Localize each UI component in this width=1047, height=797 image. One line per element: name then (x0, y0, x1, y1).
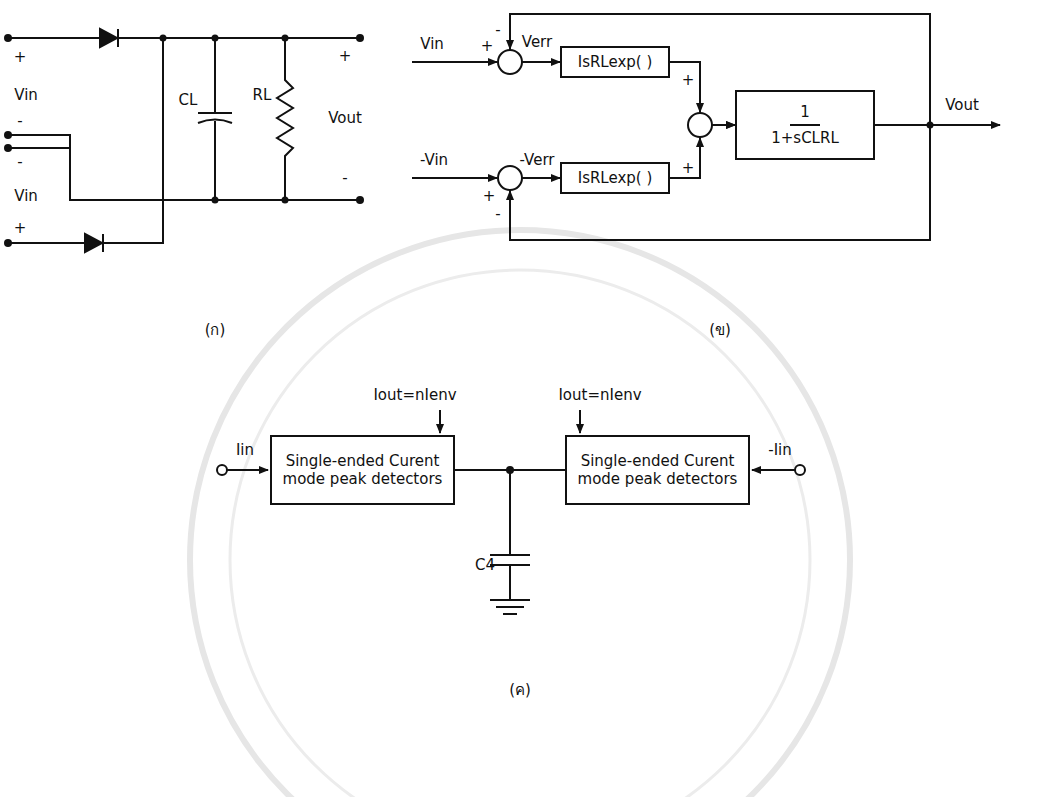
signal-label: + (339, 48, 352, 65)
diode-symbol (85, 234, 102, 252)
signal-label: Vout (945, 97, 979, 114)
peak-detector-wires (217, 410, 805, 614)
signal-label: Vout (328, 110, 362, 127)
signal-label: C4 (475, 557, 495, 574)
signal-label: -Iin (768, 442, 792, 459)
signal-label: Iout=nIenv (373, 387, 456, 404)
signal-label: Vin (420, 36, 444, 53)
signal-label: (ค) (509, 682, 531, 699)
block-diagram-wires (412, 30, 1000, 220)
signal-label: -Verr (520, 152, 555, 169)
signal-label: (ข) (709, 322, 731, 339)
resistor-symbol (277, 38, 293, 200)
signal-label: + (682, 160, 695, 177)
block-text: Single-ended Curent mode peak detectors (575, 452, 740, 488)
ground-symbol (490, 600, 530, 614)
capacitor-symbol (490, 470, 530, 600)
capacitor-symbol (198, 38, 232, 200)
block-text: 1+sCLRL (771, 126, 839, 147)
junction-dot (927, 122, 934, 129)
block-text: 1 (790, 103, 820, 126)
signal-label: - (495, 206, 500, 223)
signal-label: Verr (522, 34, 552, 51)
signal-label: Vin (14, 188, 38, 205)
signal-label: - (342, 170, 347, 187)
process-box: Single-ended Curent mode peak detectors (565, 435, 750, 505)
signal-label: RL (253, 87, 272, 104)
block-text: IsRLexp( ) (578, 53, 653, 71)
seal-ring (230, 270, 810, 797)
signal-label: CL (179, 92, 198, 109)
block-text: IsRLexp( ) (578, 169, 653, 187)
transfer-function-block: 11+sCLRL (735, 90, 875, 160)
signal-label: + (14, 220, 27, 237)
signal-label: - (495, 22, 500, 39)
process-box: IsRLexp( ) (560, 162, 670, 194)
signal-label: + (483, 188, 496, 205)
signal-label: -Vin (420, 152, 448, 169)
process-box: Single-ended Curent mode peak detectors (270, 435, 455, 505)
rectifier-schematic (8, 29, 360, 252)
signal-label: Iout=nIenv (558, 387, 641, 404)
signal-label: + (481, 38, 494, 55)
signal-label: Iin (236, 442, 254, 459)
signal-label: + (682, 72, 695, 89)
signal-label: + (14, 49, 27, 66)
block-text: Single-ended Curent mode peak detectors (280, 452, 445, 488)
signal-label: Vin (14, 87, 38, 104)
junction-dot (506, 466, 514, 474)
process-box: IsRLexp( ) (560, 46, 670, 78)
signal-label: - (17, 154, 22, 171)
signal-label: - (17, 113, 22, 130)
seal-ring (190, 230, 850, 797)
diode-symbol (100, 29, 117, 47)
junction-dots (4, 34, 364, 247)
signal-label: (ก) (205, 322, 226, 339)
